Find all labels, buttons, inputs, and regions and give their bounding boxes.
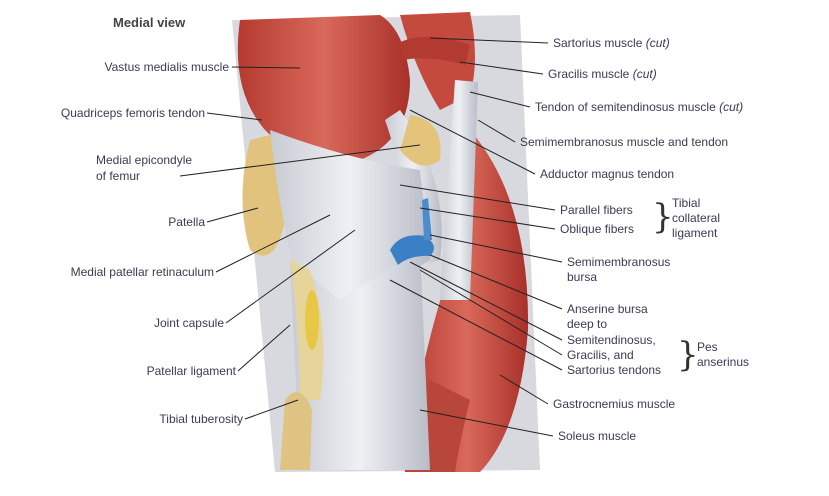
label-medial-epicondyle: Medial epicondyle [96,153,193,167]
label-tcl-1: Tibial [672,196,701,210]
label-anserine-3: Semitendinosus, [567,333,656,347]
label-joint-capsule: Joint capsule [153,316,224,330]
leader-lines [179,37,563,437]
brace-icon: } [652,197,674,237]
vastus-medialis [237,15,410,161]
medial-epicondyle [400,115,441,166]
label-of-femur: of femur [96,169,141,183]
label-anserine-2: deep to [567,317,608,331]
label-anserine-1: Anserine bursa [567,302,648,316]
label-patella: Patella [168,215,205,229]
label-gastrocnemius: Gastrocnemius muscle [553,397,676,411]
label-anserine-5: Sartorius tendons [567,363,662,377]
label-tcl-3: ligament [672,226,718,240]
label-sm-bursa-1: Semimembranosus [567,255,671,269]
brace-icon: } [677,335,699,375]
label-vastus-medialis: Vastus medialis muscle [104,60,230,74]
label-sm-bursa-2: bursa [567,270,598,284]
label-sartorius: Sartorius muscle (cut) [553,36,670,50]
label-oblique-fibers: Oblique fibers [560,222,635,236]
label-soleus: Soleus muscle [558,429,637,443]
label-gracilis: Gracilis muscle (cut) [548,67,657,81]
label-pes-2: anserinus [697,355,750,369]
semitendinosus-tendon [440,80,478,300]
label-tibial-tuberosity: Tibial tuberosity [159,412,243,426]
sartorius-cut [400,36,470,65]
label-tcl-2: collateral [672,211,721,225]
label-patellar-ligament: Patellar ligament [146,364,236,378]
label-semimembranosus: Semimembranosus muscle and tendon [520,135,729,149]
label-parallel-fibers: Parallel fibers [560,203,633,217]
label-semitendinosus: Tendon of semitendinosus muscle (cut) [535,100,744,114]
tibial-tuberosity [280,392,312,470]
label-anserine-4: Gracilis, and [567,348,634,362]
figure-title: Medial view [113,15,186,30]
semimembranosus-bursa [390,235,434,265]
pes-anserinus [290,250,430,470]
label-patellar-retinaculum: Medial patellar retinaculum [70,265,214,279]
label-pes-1: Pes [697,340,718,354]
label-adductor-magnus: Adductor magnus tendon [540,167,675,181]
label-quadriceps-tendon: Quadriceps femoris tendon [60,106,205,120]
